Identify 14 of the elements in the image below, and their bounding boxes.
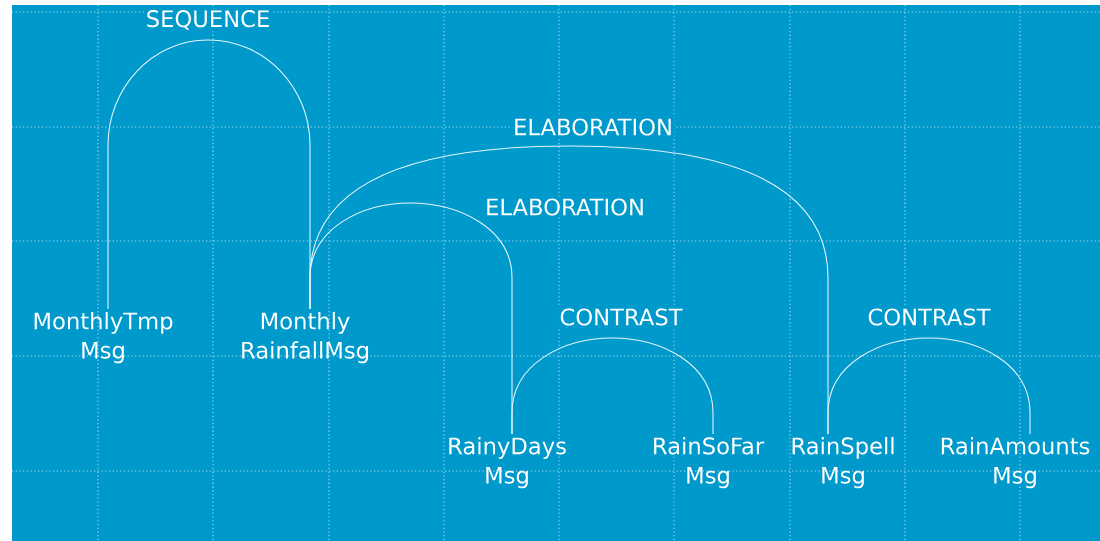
relation-arc: [107, 39, 311, 310]
relation-label: SEQUENCE: [144, 8, 272, 32]
relation-arc: [827, 337, 1031, 435]
relation-label: ELABORATION: [511, 117, 675, 137]
message-label: Monthly RainfallMsg: [242, 311, 368, 364]
relation-label: CONTRAST: [866, 307, 992, 327]
message-label: RainyDays Msg: [449, 436, 566, 489]
message-label: MonthlyTmp Msg: [34, 311, 173, 364]
relation-arc: [511, 337, 714, 435]
relation-label: ELABORATION: [483, 197, 647, 217]
relation-label: CONTRAST: [558, 307, 684, 327]
message-label: RainSpell Msg: [792, 436, 894, 489]
message-label: RainAmounts Msg: [941, 436, 1090, 489]
message-label: RainSoFar Msg: [654, 436, 765, 489]
